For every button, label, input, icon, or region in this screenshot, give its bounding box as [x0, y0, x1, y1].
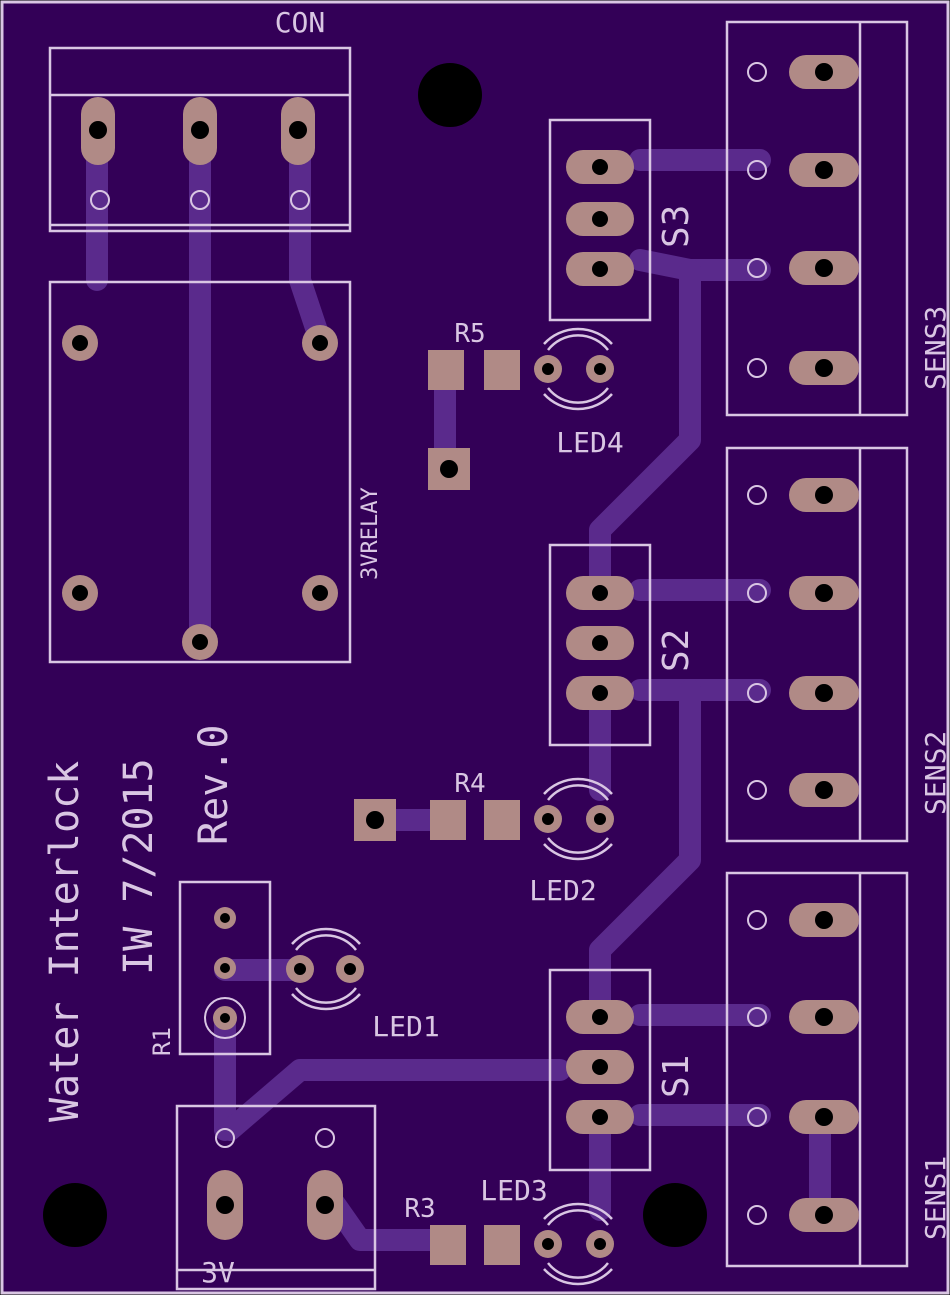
- led3: [534, 1202, 614, 1286]
- power-label: 3V: [201, 1256, 235, 1289]
- s2-label: S2: [656, 629, 697, 672]
- led2: [534, 777, 614, 861]
- relay-footprint: [48, 280, 352, 664]
- sens1-connector: [725, 871, 909, 1268]
- led3-label: LED3: [480, 1174, 547, 1207]
- r3-resistor: [430, 1225, 520, 1265]
- sens1-label: SENS1: [919, 1156, 950, 1240]
- power-connector: [175, 1104, 377, 1291]
- mounting-hole: [43, 1183, 107, 1247]
- s1-header: [548, 968, 652, 1172]
- sens2-label: SENS2: [919, 731, 950, 815]
- board-revision: Rev.0: [191, 725, 237, 845]
- relay-label: 3VRELAY: [358, 487, 383, 580]
- sens3-label: SENS3: [919, 306, 950, 390]
- led4: [534, 327, 614, 411]
- led4-label: LED4: [556, 426, 623, 459]
- mounting-hole: [643, 1183, 707, 1247]
- con-pad: [81, 97, 315, 165]
- mounting-hole: [418, 63, 482, 127]
- r5-label: R5: [454, 319, 485, 349]
- s2-header: [548, 543, 652, 747]
- r1-label: R1: [148, 1027, 176, 1056]
- r1-trimmer: [178, 880, 272, 1056]
- board-author-date: IW 7/2015: [116, 758, 162, 975]
- led1-label: LED1: [372, 1010, 439, 1043]
- r3-label: R3: [404, 1194, 435, 1224]
- led2-label: LED2: [529, 874, 596, 907]
- sens3-connector: [725, 20, 909, 417]
- r5-resistor: [428, 350, 520, 490]
- r4-resistor: [354, 799, 520, 841]
- sens2-connector: [725, 446, 909, 843]
- board-title: Water Interlock: [42, 761, 88, 1122]
- led1: [286, 927, 364, 1011]
- s3-header: [548, 118, 652, 322]
- s1-label: S1: [656, 1055, 697, 1098]
- r4-label: R4: [454, 769, 485, 799]
- con-connector: [48, 46, 352, 233]
- con-label: CON: [275, 6, 326, 39]
- s3-label: S3: [656, 205, 697, 248]
